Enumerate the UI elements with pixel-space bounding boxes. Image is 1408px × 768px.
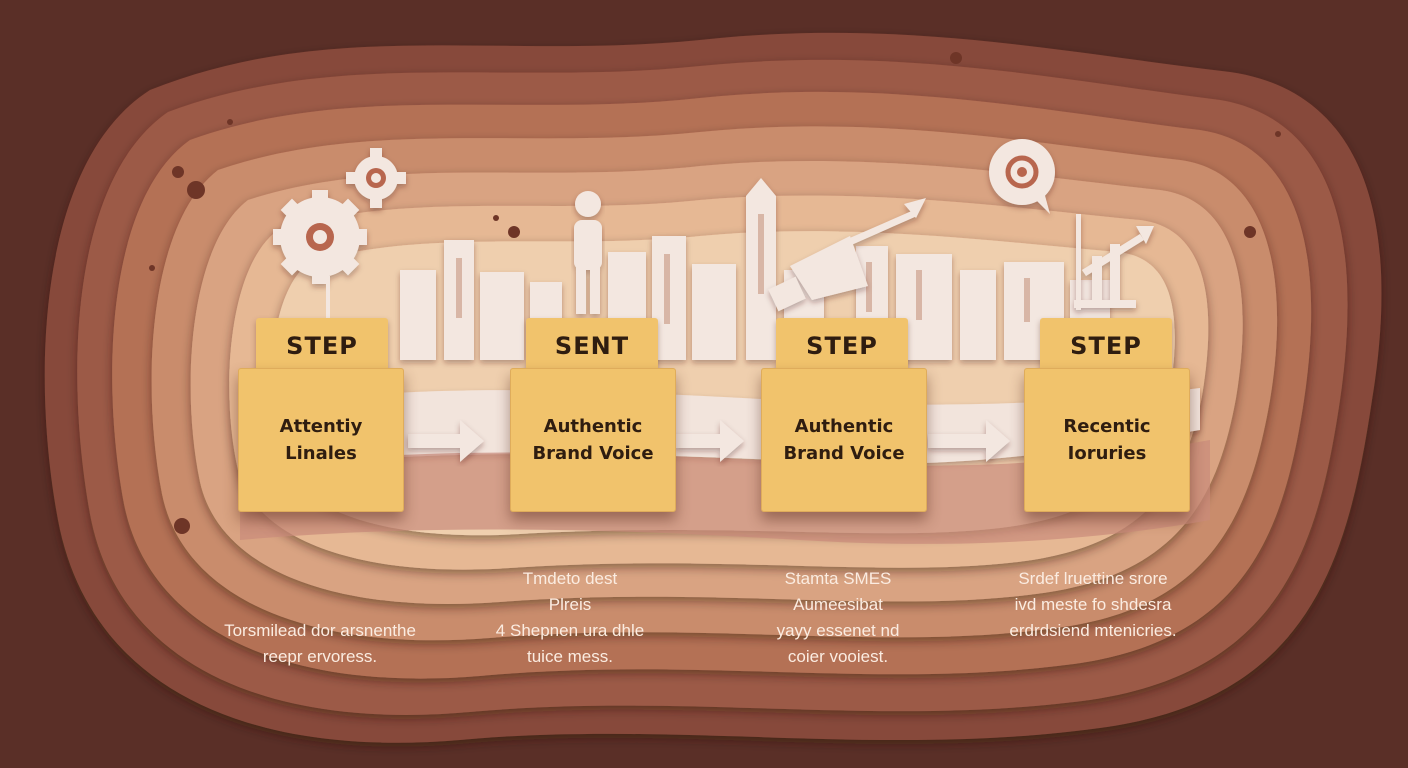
description-line: yayy essenet nd	[776, 621, 900, 640]
building-windows	[456, 214, 1030, 324]
person-icon	[574, 191, 602, 314]
description-line: tuice mess.	[527, 647, 613, 666]
description-line: 4 Shepnen ura dhle	[495, 621, 645, 640]
step-3-description: Stamta SMES Aumeesibat yayy essenet nd c…	[738, 566, 938, 670]
flow-arrow	[408, 420, 484, 462]
step-1-description: Torsmilead dor arsnenthe reepr ervoress.	[170, 618, 470, 670]
decorative-dots	[149, 52, 1281, 534]
megaphone-icon	[768, 198, 926, 312]
step-2-description: Tmdeto dest Plreis 4 Shepnen ura dhle tu…	[470, 566, 670, 670]
description-line: Aumeesibat	[793, 595, 883, 614]
description-line: reepr ervoress.	[262, 647, 378, 666]
step-2-card: Authentic Brand Voice	[510, 368, 676, 512]
description-line: Tmdeto dest	[522, 569, 618, 588]
card-line: Linales	[285, 443, 357, 464]
description-line: Stamta SMES	[784, 569, 892, 588]
card-line: Brand Voice	[532, 443, 654, 464]
step-2-tab: SENT	[526, 318, 658, 374]
description-line: Plreis	[548, 595, 592, 614]
gear-icon	[273, 148, 406, 320]
arrows	[408, 420, 1010, 462]
card-line: Recentic	[1063, 416, 1151, 437]
card-line: Attentiy	[279, 416, 363, 437]
step-1-tab: STEP	[256, 318, 388, 374]
hill-band	[240, 440, 1210, 544]
description-line: coier vooiest.	[787, 647, 889, 666]
step-3-card: Authentic Brand Voice	[761, 368, 927, 512]
step-4-tab: STEP	[1040, 318, 1172, 374]
description-line: Torsmilead dor arsnenthe	[224, 621, 416, 640]
growth-chart-icon	[989, 139, 1154, 310]
step-3-tab: STEP	[776, 318, 908, 374]
card-line: Authentic	[794, 416, 894, 437]
description-line: Srdef lruettine srore	[1018, 569, 1168, 588]
step-4-card: Recentic Ioruries	[1024, 368, 1190, 512]
step-1-card: Attentiy Linales	[238, 368, 404, 512]
flow-arrow	[676, 420, 744, 462]
flow-arrow	[928, 420, 1010, 462]
description-line: ivd meste fo shdesra	[1014, 595, 1172, 614]
card-line: Authentic	[543, 416, 643, 437]
step-4-description: Srdef lruettine srore ivd meste fo shdes…	[968, 566, 1218, 644]
card-line: Ioruries	[1067, 443, 1147, 464]
card-line: Brand Voice	[783, 443, 905, 464]
description-line: erdrdsiend mtenicries.	[1009, 621, 1177, 640]
